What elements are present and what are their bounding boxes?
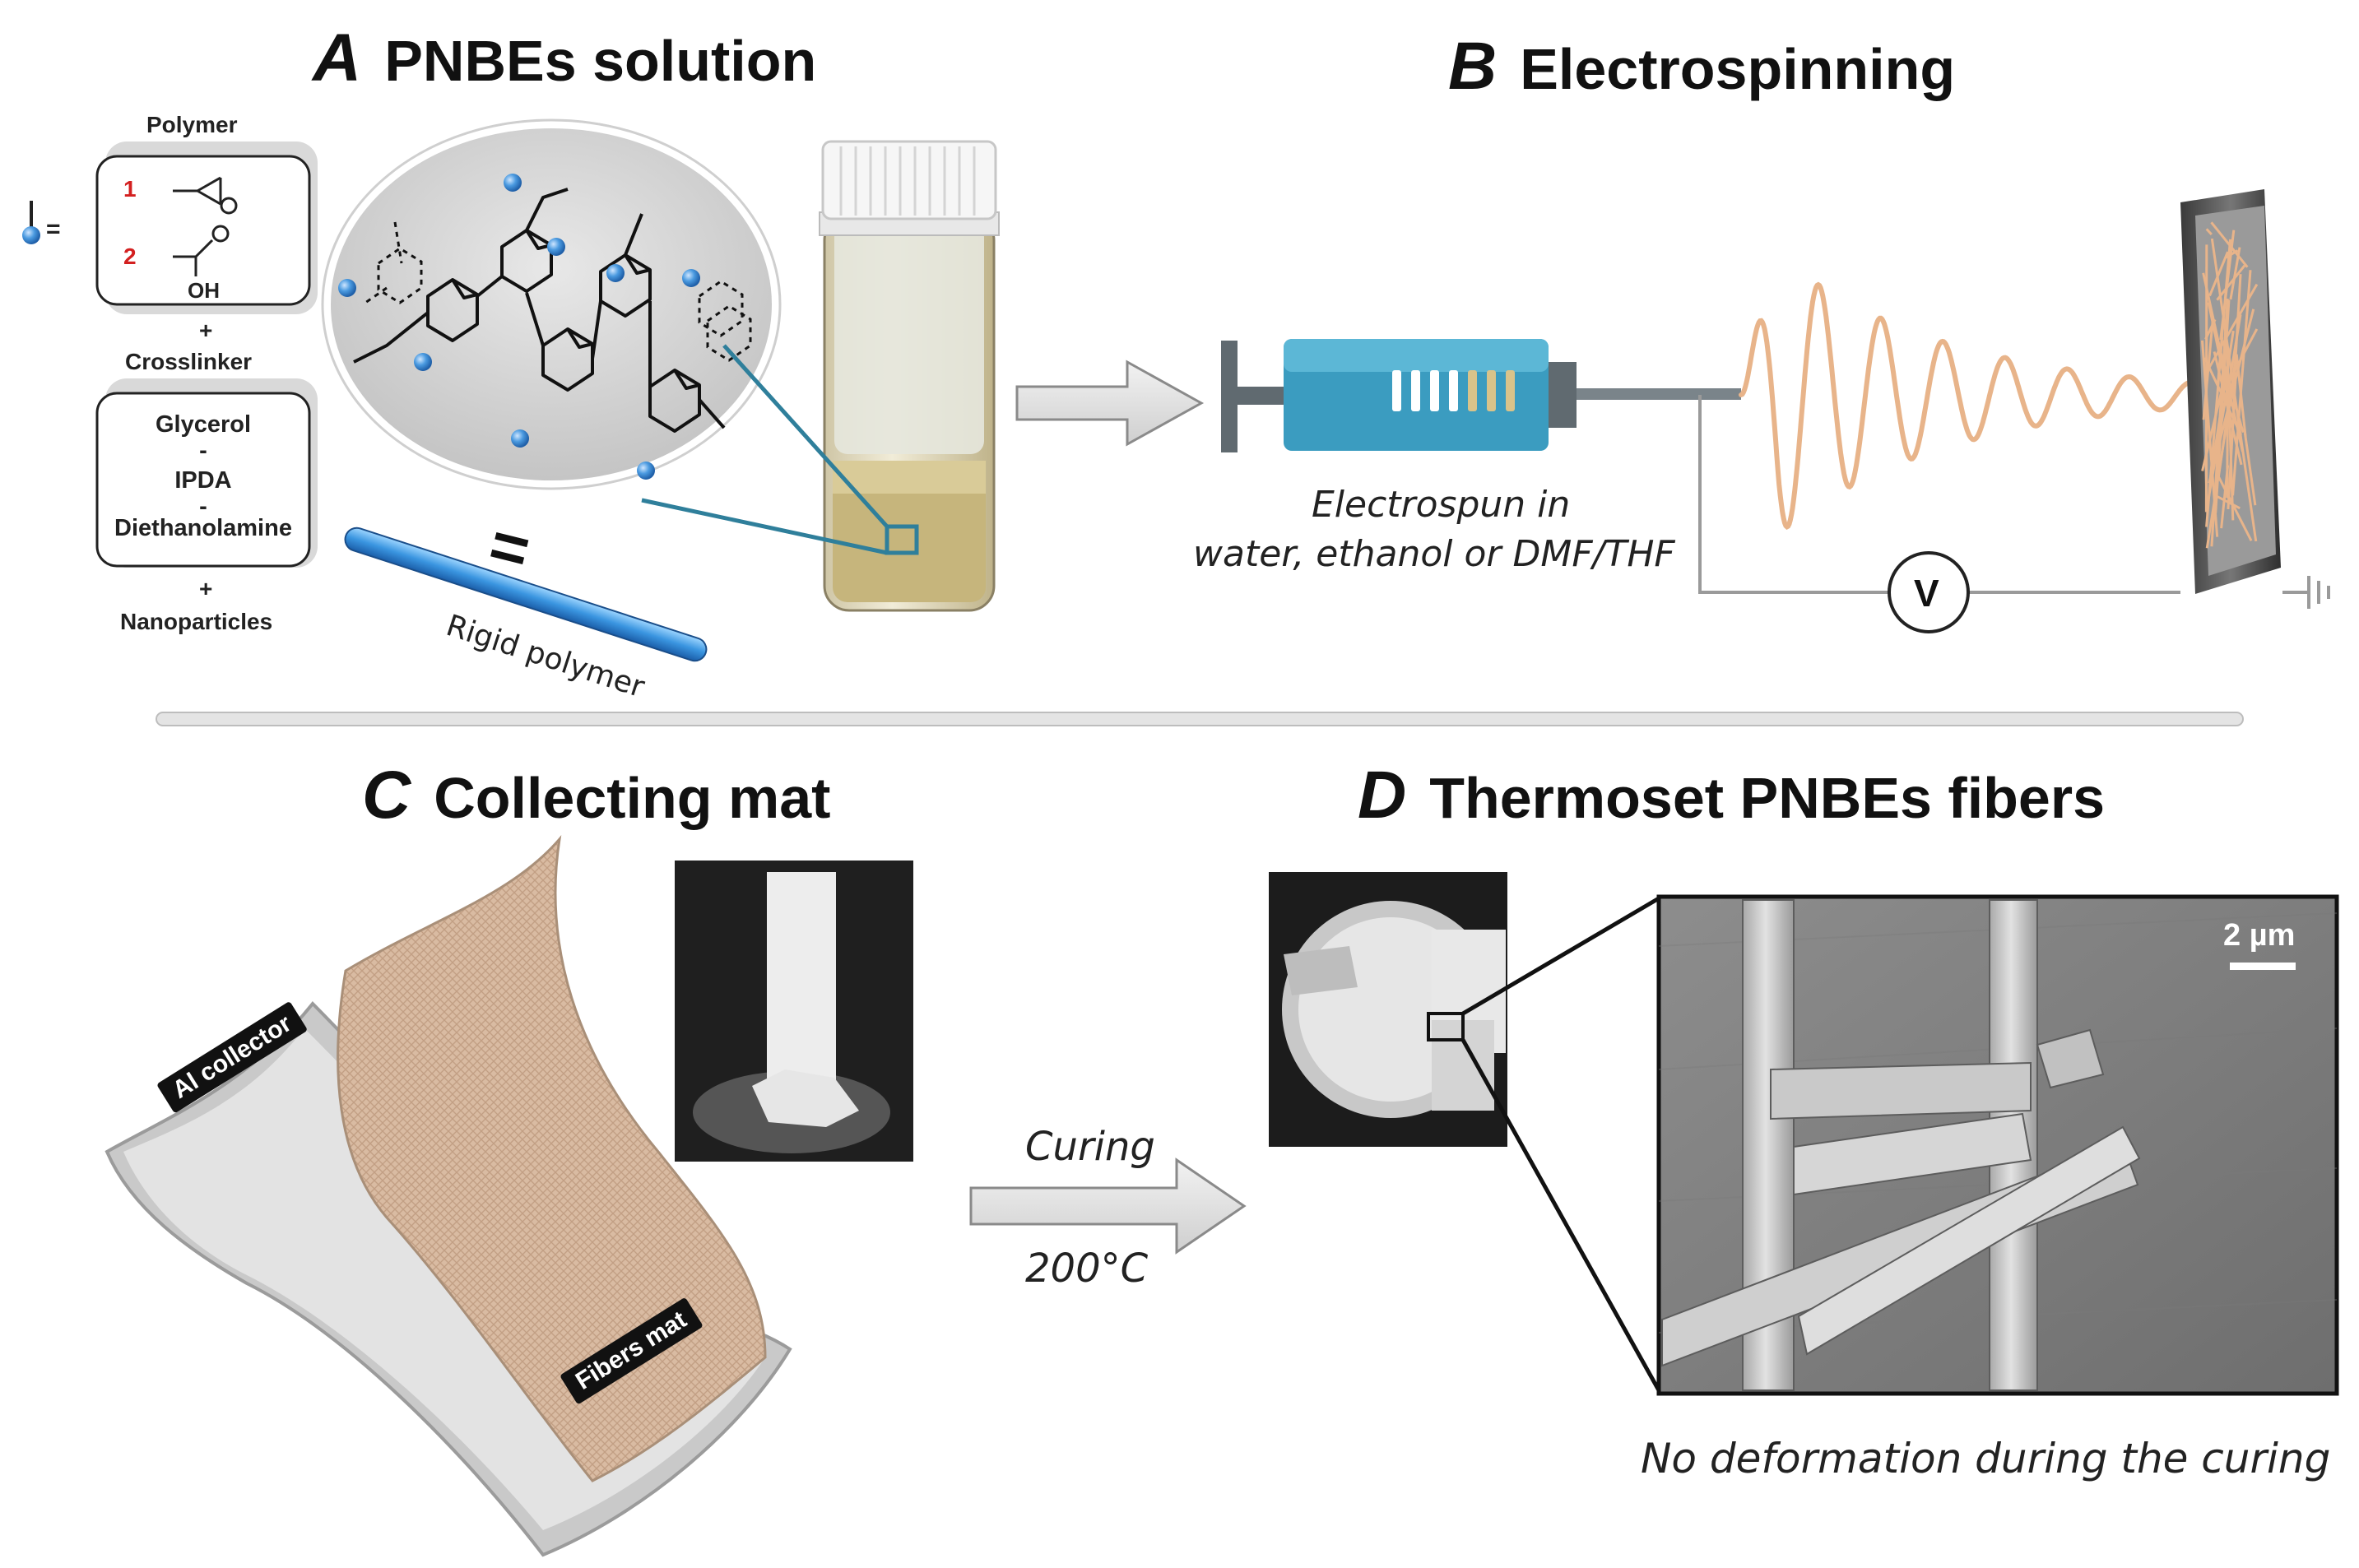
mat-photo — [675, 861, 913, 1162]
voltmeter-label: V — [1914, 572, 1939, 615]
crosslinker-3: Diethanolamine — [114, 515, 292, 541]
syringe-icon — [1221, 339, 1741, 452]
panel-d-title-text: Thermoset PNBEs fibers — [1429, 766, 2106, 830]
collected-fiber — [2224, 249, 2239, 259]
zoom-connector-lines-d — [1460, 896, 1661, 1392]
collected-fiber — [2202, 322, 2214, 420]
panel-b-letter: B — [1448, 29, 1498, 104]
vial-photo — [819, 140, 1000, 612]
fiber-collector — [2180, 189, 2281, 594]
polymer-structure-bubble — [321, 118, 782, 490]
rigid-polymer-rod — [344, 527, 708, 662]
polymer-item-2-number: 2 — [123, 244, 137, 269]
bead-legend-symbol — [22, 201, 40, 244]
panel-a-title-text: PNBEs solution — [384, 29, 817, 93]
panel-c-title-text: Collecting mat — [434, 766, 831, 830]
polymer-box — [95, 141, 318, 314]
process-arrow-a-to-b — [1015, 360, 1205, 447]
process-arrow-c-to-d — [969, 1157, 1247, 1255]
voltmeter — [1888, 551, 1970, 633]
legend-plus-1: + — [199, 318, 213, 343]
scale-bar — [2230, 963, 2296, 970]
panel-d-title: D Thermoset PNBEs fibers — [1358, 757, 2105, 834]
collected-fiber — [2216, 340, 2245, 434]
collected-fiber — [2214, 494, 2241, 510]
legend-equals: = — [46, 216, 61, 243]
legend-plus-2: + — [199, 576, 213, 601]
hydroxyl-label: OH — [188, 278, 220, 303]
panel-c-letter: C — [362, 758, 411, 833]
collected-fiber — [2226, 346, 2235, 521]
collected-fiber — [2220, 465, 2230, 529]
polymer-heading: Polymer — [146, 112, 238, 137]
crosslinker-box — [95, 378, 318, 568]
scale-bar-label: 2 µm — [2223, 918, 2296, 953]
nanoparticles-label: Nanoparticles — [120, 609, 273, 634]
electrospun-note-line2: water, ethanol or DMF/THF — [1193, 533, 1675, 575]
collected-fiber — [2217, 239, 2232, 383]
curing-label: Curing — [1025, 1124, 1155, 1170]
electrospun-note-line1: Electrospun in — [1312, 484, 1571, 526]
collected-fiber — [2216, 264, 2246, 301]
carboxylic-acid-group — [173, 225, 230, 276]
epoxide-group — [173, 176, 238, 215]
collected-fiber — [2208, 251, 2229, 297]
sem-fibers — [1661, 899, 2141, 1391]
panel-c-title: C Collecting mat — [362, 757, 831, 834]
collected-fiber — [2205, 228, 2213, 235]
cured-mat-photo — [1269, 872, 1507, 1147]
panel-b-title: B Electrospinning — [1448, 28, 1955, 105]
zoom-connector-lines — [641, 344, 889, 555]
crosslinker-1: Glycerol — [155, 411, 252, 438]
crosslinker-sep-1: - — [199, 438, 207, 464]
crosslinker-heading: Crosslinker — [125, 349, 253, 374]
curing-temperature: 200°C — [1025, 1246, 1149, 1292]
collected-fiber — [2216, 473, 2253, 542]
panel-a-title: A PNBEs solution — [313, 20, 816, 97]
section-divider — [156, 712, 2244, 726]
circuit-wire — [1698, 395, 2330, 609]
electrospinning-jet — [1739, 281, 2191, 531]
collected-fiber — [2210, 221, 2249, 268]
sem-image — [1656, 894, 2339, 1396]
crosslinker-sep-2: - — [199, 494, 207, 520]
crosslinker-2: IPDA — [174, 467, 232, 494]
collected-fiber — [2231, 270, 2252, 496]
panel-a-letter: A — [313, 21, 362, 95]
caption: No deformation during the curing — [1641, 1435, 2331, 1482]
collected-fiber — [2243, 432, 2257, 506]
polymer-item-1-number: 1 — [123, 176, 137, 202]
panel-d-letter: D — [1358, 758, 1407, 833]
panel-b-title-text: Electrospinning — [1520, 37, 1956, 101]
